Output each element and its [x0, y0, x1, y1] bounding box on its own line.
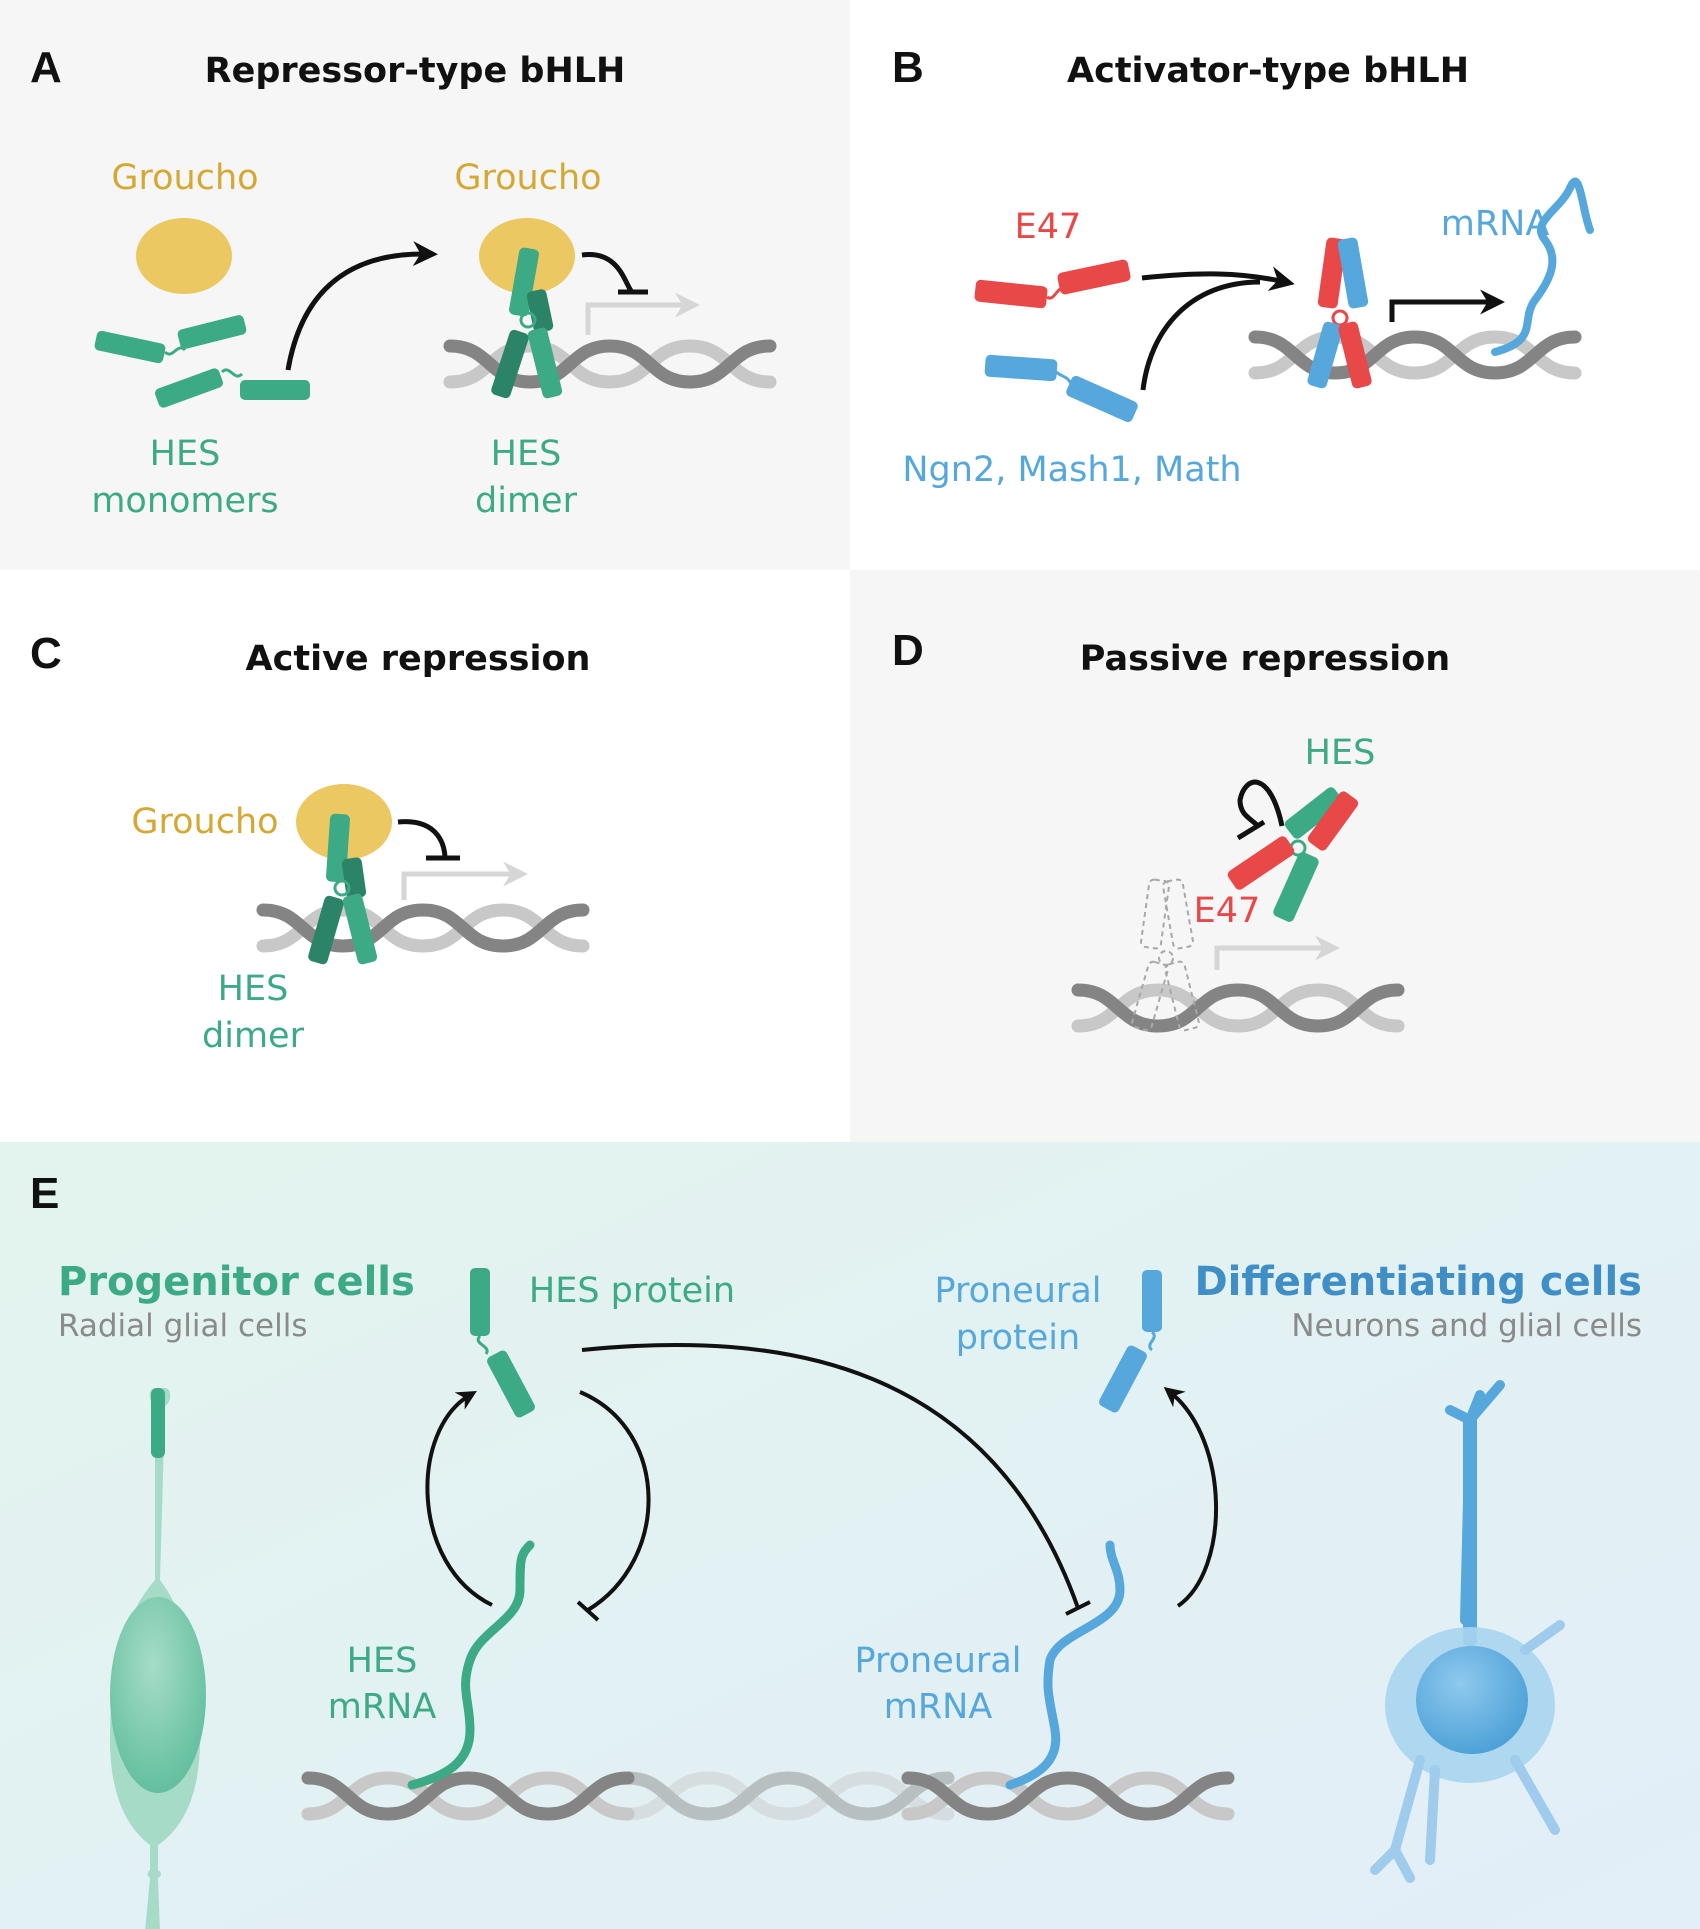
neuron-cell — [1370, 1380, 1565, 1883]
groucho-label-c: Groucho — [131, 802, 278, 842]
hes-monomer-2 — [155, 368, 310, 408]
inactive-transcription-arrow-c — [401, 861, 528, 900]
proneural-protein-label-2: protein — [956, 1318, 1080, 1358]
e47-label-d: E47 — [1194, 891, 1261, 931]
hes-protein-e — [470, 1268, 535, 1418]
panel-d-title: Passive repression — [1080, 639, 1450, 679]
progenitor-title: Progenitor cells — [58, 1259, 415, 1305]
neuron-nucleus — [1416, 1646, 1528, 1754]
repression-bar-c — [397, 819, 460, 861]
groucho-protein-left — [136, 218, 232, 294]
arrow-monomers-to-dimer — [285, 241, 438, 371]
panel-a: A Repressor-type bHLH Groucho HES monome… — [30, 43, 770, 521]
hes-mrna-strand — [407, 1540, 535, 1790]
panel-d-letter: D — [892, 626, 924, 675]
hes-dimer-label-1: HES — [491, 434, 562, 474]
panel-e: E Progenitor cells Radial glial cells Di… — [30, 1169, 1642, 1929]
differentiating-subtitle: Neurons and glial cells — [1291, 1308, 1642, 1344]
hes-dimer-label-c-2: dimer — [202, 1016, 305, 1056]
inactive-transcription-arrow-d — [1214, 935, 1340, 970]
hes-autorepression — [576, 1390, 651, 1622]
active-transcription-arrow-b — [1389, 289, 1505, 322]
groucho-label-right: Groucho — [454, 158, 601, 198]
proneural-monomer-b — [984, 354, 1138, 423]
hes-monomers-label-1: HES — [150, 434, 221, 474]
repression-bar-a — [581, 252, 648, 295]
hes-label-d: HES — [1305, 733, 1376, 773]
panel-b: B Activator-type bHLH E47 mRNA Ngn2, Mas… — [892, 43, 1594, 490]
panel-a-background — [0, 0, 850, 570]
radial-glial-cell — [110, 1388, 206, 1929]
proneural-protein-e — [1099, 1270, 1162, 1413]
panel-c-letter: C — [30, 629, 62, 678]
differentiating-title: Differentiating cells — [1194, 1259, 1642, 1305]
hes-dimer-label-2: dimer — [475, 481, 578, 521]
proneural-mrna-strand — [1005, 1540, 1125, 1790]
ghost-dimer-outline — [1131, 878, 1200, 1032]
panel-c: C Active repression Groucho HES dimer — [30, 629, 590, 1056]
arrow-hes-translation — [425, 1390, 493, 1607]
progenitor-nucleus — [110, 1597, 206, 1793]
e47-label-b: E47 — [1015, 207, 1082, 247]
hes-mrna-label-2: mRNA — [328, 1687, 437, 1727]
proneural-label-b: Ngn2, Mash1, Math — [902, 450, 1241, 490]
inactive-transcription-arrow-a — [585, 292, 700, 335]
hes-mrna-label-1: HES — [347, 1641, 418, 1681]
panel-e-letter: E — [30, 1169, 59, 1218]
mrna-label-b: mRNA — [1441, 204, 1550, 244]
arrow-proneural-to-dimer — [1140, 279, 1261, 391]
hes-dimer-label-c-1: HES — [218, 969, 289, 1009]
proneural-protein-label-1: Proneural — [935, 1271, 1102, 1311]
e47-monomer-b — [974, 259, 1131, 309]
arrow-e47-to-dimer — [1141, 266, 1295, 291]
panel-a-title: Repressor-type bHLH — [205, 51, 626, 91]
groucho-label-left: Groucho — [111, 158, 258, 198]
panel-b-title: Activator-type bHLH — [1067, 51, 1469, 91]
repression-loop-d — [1236, 779, 1285, 841]
panel-c-background — [0, 570, 850, 1142]
hes-dimer-a — [491, 247, 563, 399]
mrna-strand-b — [1491, 177, 1594, 356]
proneural-mrna-label-2: mRNA — [884, 1687, 993, 1727]
hes-monomers-label-2: monomers — [91, 481, 278, 521]
panel-a-letter: A — [30, 43, 62, 92]
panel-b-letter: B — [892, 43, 924, 92]
progenitor-subtitle: Radial glial cells — [58, 1308, 307, 1344]
arrow-proneural-translation — [1163, 1386, 1219, 1608]
hes-monomer-1 — [94, 315, 247, 364]
hes-protein-label: HES protein — [529, 1271, 735, 1311]
panel-e-background — [0, 1142, 1700, 1929]
proneural-mrna-label-1: Proneural — [855, 1641, 1022, 1681]
panel-c-title: Active repression — [246, 639, 591, 679]
e47-proneural-dimer-b — [1307, 237, 1372, 389]
hes-represses-proneural — [581, 1342, 1091, 1616]
panel-d: D Passive repression HES E47 — [892, 626, 1450, 1031]
hes-e47-heterodimer-d — [1227, 787, 1359, 922]
hes-dimer-c — [308, 813, 378, 965]
